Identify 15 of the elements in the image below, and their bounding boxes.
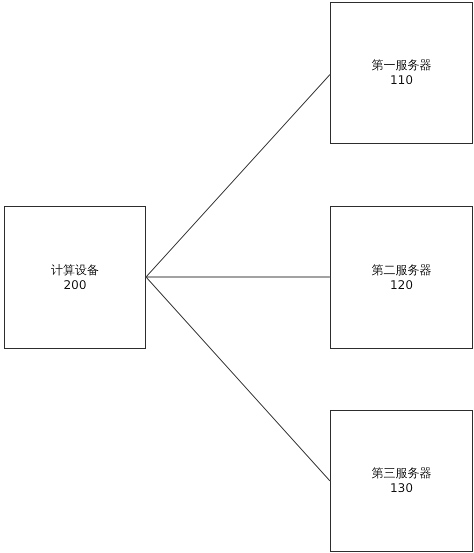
node-label: 计算设备 xyxy=(51,262,99,278)
connector-line xyxy=(146,74,330,278)
reference-number: 120 xyxy=(390,278,413,292)
node-label: 第三服务器 xyxy=(372,466,432,481)
device-box xyxy=(4,206,146,349)
reference-number: 110 xyxy=(390,73,413,88)
reference-number: 200 xyxy=(64,278,86,292)
connector-line xyxy=(146,276,330,482)
node-label: 第二服务器 xyxy=(372,262,432,278)
server-box xyxy=(330,2,473,144)
server-box xyxy=(330,206,473,349)
connector-line xyxy=(146,276,330,278)
node-label: 第一服务器 xyxy=(372,58,432,73)
server-box xyxy=(330,410,473,552)
reference-number: 130 xyxy=(390,481,413,496)
